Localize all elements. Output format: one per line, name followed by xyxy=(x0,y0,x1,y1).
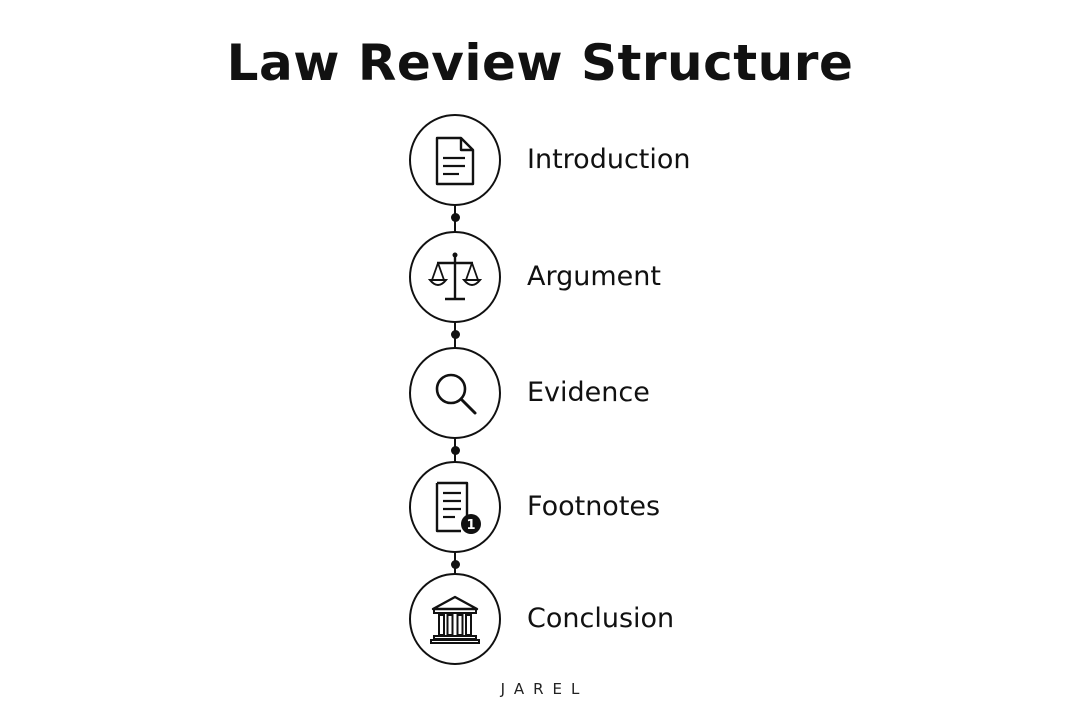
document-footnote-icon: 1 xyxy=(435,481,481,534)
connector-dot xyxy=(450,445,460,455)
step-label: Argument xyxy=(527,261,661,292)
step-circle: 1 xyxy=(409,461,501,553)
document-icon xyxy=(435,136,475,186)
footnote-badge-number: 1 xyxy=(466,518,475,533)
step-label: Conclusion xyxy=(527,603,675,634)
scales-of-justice-icon xyxy=(427,252,483,301)
step-introduction: Introduction xyxy=(409,114,1009,206)
step-label: Footnotes xyxy=(527,491,661,522)
connector-dot xyxy=(450,212,460,222)
step-label: Introduction xyxy=(527,144,691,175)
step-circle xyxy=(409,231,501,323)
step-circle xyxy=(409,114,501,206)
brand-wordmark: JAREL xyxy=(500,680,589,698)
courthouse-icon xyxy=(430,595,480,644)
step-circle xyxy=(409,347,501,439)
step-circle xyxy=(409,573,501,665)
connector-dot xyxy=(450,329,460,339)
step-conclusion: Conclusion xyxy=(409,573,1009,665)
magnifying-glass-icon xyxy=(435,373,477,415)
step-argument: Argument xyxy=(409,231,1009,323)
page-title: Law Review Structure xyxy=(226,34,854,92)
step-label: Evidence xyxy=(527,377,650,408)
connector-dot xyxy=(450,559,460,569)
step-evidence: Evidence xyxy=(409,347,1009,439)
step-footnotes: 1 Footnotes xyxy=(409,461,1009,553)
